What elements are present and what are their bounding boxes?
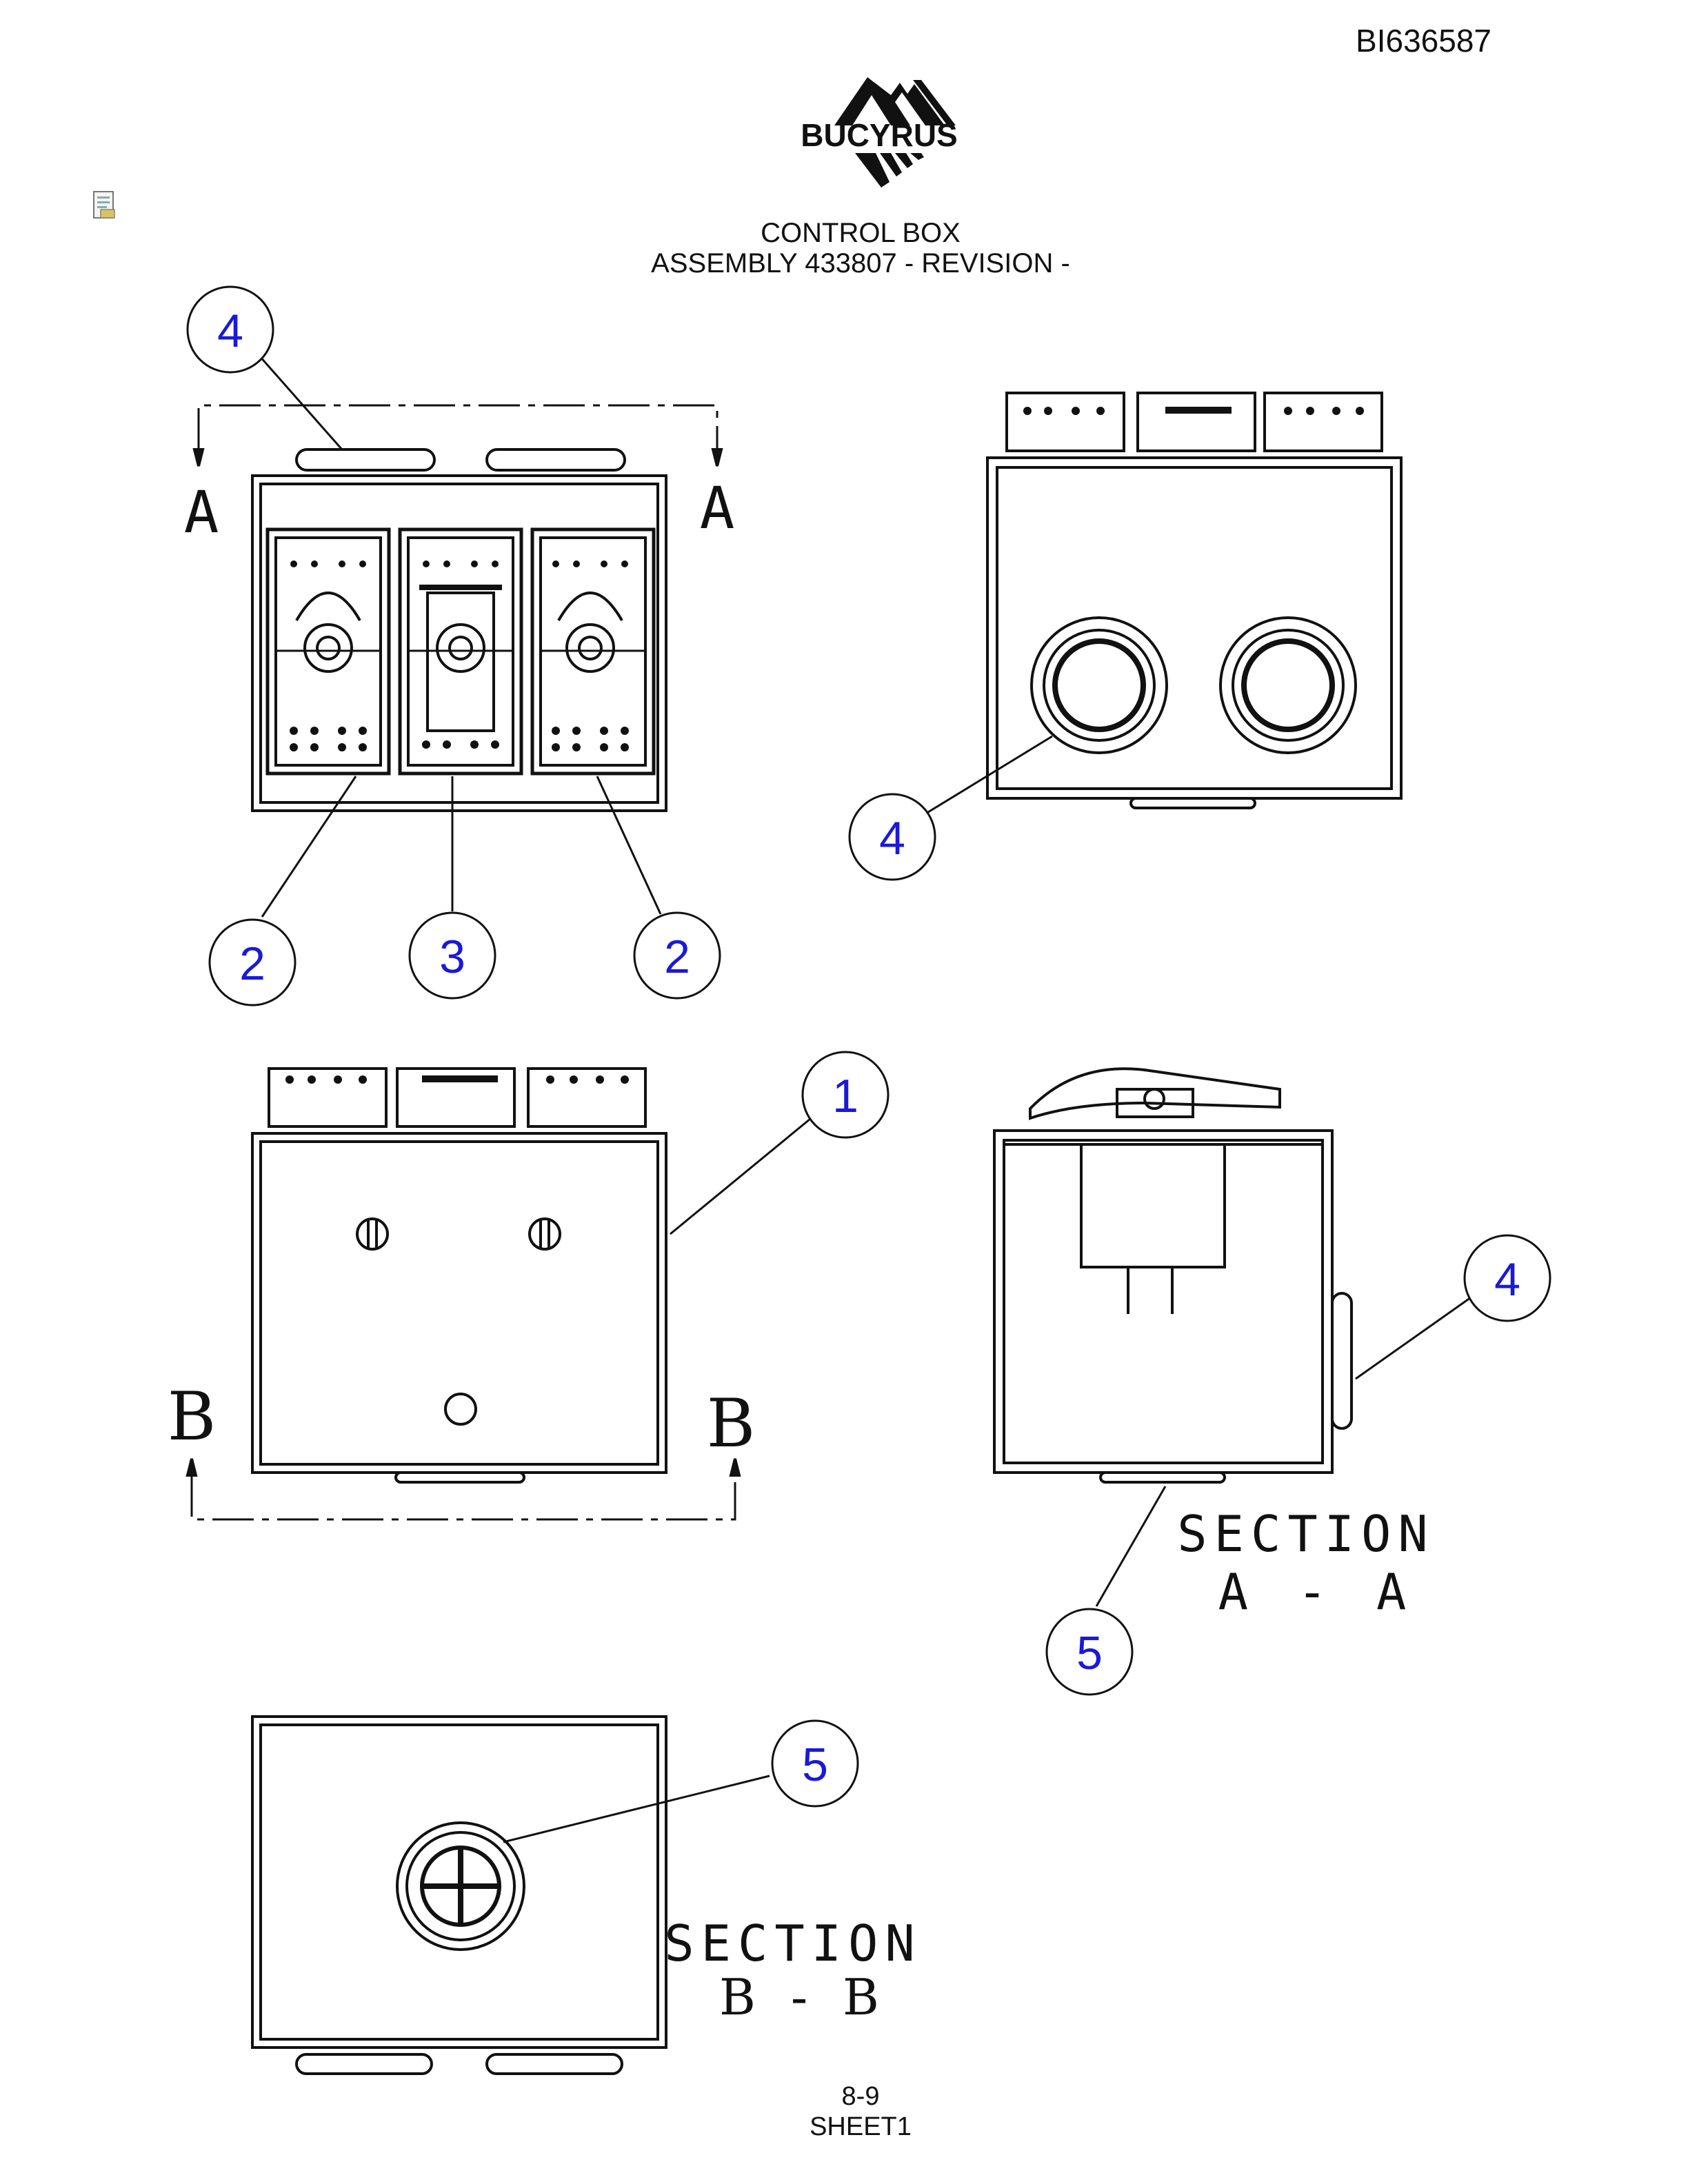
svg-text:5: 5 [802, 1739, 828, 1791]
balloon-item-3: 3 [408, 911, 496, 1000]
balloon-item-4-side: 4 [848, 793, 936, 881]
balloon-item-2-right: 2 [633, 911, 721, 1000]
balloon-item-4-front: 4 [186, 285, 274, 374]
svg-text:1: 1 [832, 1070, 858, 1122]
brand-wordmark: BUCYRUS [801, 117, 957, 153]
balloon-item-1: 1 [801, 1051, 890, 1139]
section-marker-b-left: B [168, 1378, 217, 1455]
section-a-title: SECTION [1177, 1505, 1434, 1563]
relay-middle [398, 527, 523, 776]
section-a-letters: A - A [1218, 1563, 1416, 1621]
svg-text:2: 2 [239, 938, 265, 990]
section-marker-a-right: A [700, 474, 735, 542]
assembly-subtitle: ASSEMBLY 433807 - REVISION - [651, 248, 1070, 279]
bottom-view: B B [168, 1067, 818, 1521]
balloon-item-4-section-a: 4 [1463, 1234, 1551, 1322]
section-b-letters: B - B [719, 1968, 889, 2026]
side-view [927, 392, 1403, 813]
section-b-title: SECTION [664, 1914, 921, 1972]
svg-text:2: 2 [664, 931, 690, 983]
svg-text:4: 4 [217, 305, 243, 357]
front-view: A A [184, 355, 735, 918]
section-b-b-view: SECTION B - B [251, 1715, 921, 2075]
bucyrus-logo: BUCYRUS [801, 77, 958, 188]
item-balloons: 4 2 3 2 4 1 4 5 5 [186, 285, 1551, 1808]
section-marker-a-left: A [184, 478, 219, 546]
document-icon[interactable] [91, 190, 119, 221]
document-number: BI636587 [1356, 23, 1491, 59]
section-marker-b-right: B [707, 1385, 756, 1462]
svg-text:3: 3 [439, 931, 465, 983]
page-number: 8-9 [841, 2082, 880, 2111]
sheet-label: SHEET1 [810, 2112, 912, 2141]
section-a-a-view: SECTION A - A [993, 1067, 1474, 1621]
svg-text:4: 4 [879, 812, 905, 865]
balloon-item-2-left: 2 [208, 918, 297, 1007]
relay-left [265, 527, 391, 776]
balloon-item-5-section-a: 5 [1045, 1608, 1134, 1696]
svg-text:4: 4 [1494, 1253, 1520, 1306]
svg-text:5: 5 [1076, 1627, 1103, 1679]
relay-right [530, 527, 656, 776]
drawing-title: CONTROL BOX [761, 218, 961, 248]
balloon-item-5-section-b: 5 [771, 1719, 859, 1808]
